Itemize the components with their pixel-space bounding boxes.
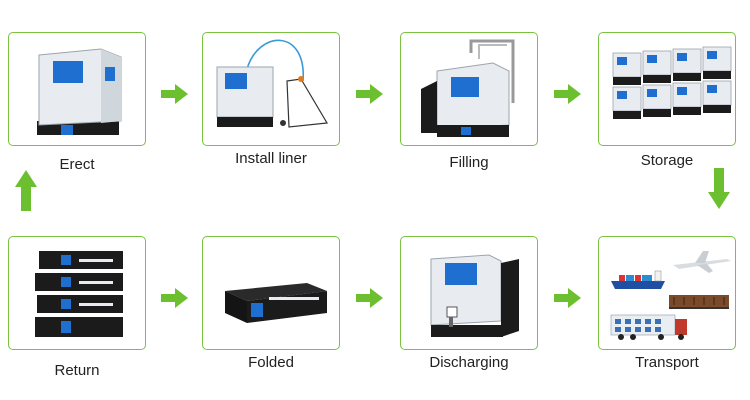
step-transport: Transport — [598, 236, 736, 371]
step-return: Return — [8, 236, 146, 379]
arrow-right-icon — [161, 84, 188, 104]
folded-pallet-icon — [225, 283, 327, 323]
step-discharging: Discharging — [400, 236, 538, 371]
discharging-card — [400, 236, 538, 350]
folded-card — [202, 236, 340, 350]
filling-card — [400, 32, 538, 146]
arrow-right-icon — [554, 84, 581, 104]
storage-card — [598, 32, 736, 146]
discharging-icon — [430, 254, 519, 337]
step-install-liner: Install liner — [202, 32, 340, 167]
return-stack-icon — [35, 251, 123, 337]
arrow-down-icon — [708, 168, 730, 209]
transport-icon — [610, 251, 731, 340]
step-label: Storage — [640, 152, 694, 169]
storage-stack-icon — [612, 46, 732, 119]
arrow-up-icon — [15, 170, 37, 211]
step-label: Transport — [635, 354, 699, 371]
filling-icon — [421, 39, 515, 137]
return-card — [8, 236, 146, 350]
step-storage: Storage — [598, 32, 736, 169]
ship-icon — [611, 270, 665, 289]
erect-card — [8, 32, 146, 146]
arrow-right-icon — [356, 288, 383, 308]
step-label: Erect — [59, 156, 95, 173]
step-label: Install liner — [235, 150, 307, 167]
install-liner-icon — [216, 39, 328, 128]
install-liner-card — [202, 32, 340, 146]
step-erect: Erect — [8, 32, 146, 173]
airplane-icon — [673, 251, 731, 273]
step-label: Discharging — [429, 354, 509, 371]
transport-card — [598, 236, 736, 350]
step-label: Folded — [248, 354, 294, 371]
truck-icon — [610, 314, 687, 340]
step-label: Filling — [449, 154, 489, 171]
train-icon — [669, 295, 729, 309]
arrow-right-icon — [356, 84, 383, 104]
erect-container-icon — [37, 48, 122, 135]
step-label: Return — [54, 362, 100, 379]
step-folded: Folded — [202, 236, 340, 371]
step-filling: Filling — [400, 32, 538, 171]
arrow-right-icon — [161, 288, 188, 308]
arrow-right-icon — [554, 288, 581, 308]
